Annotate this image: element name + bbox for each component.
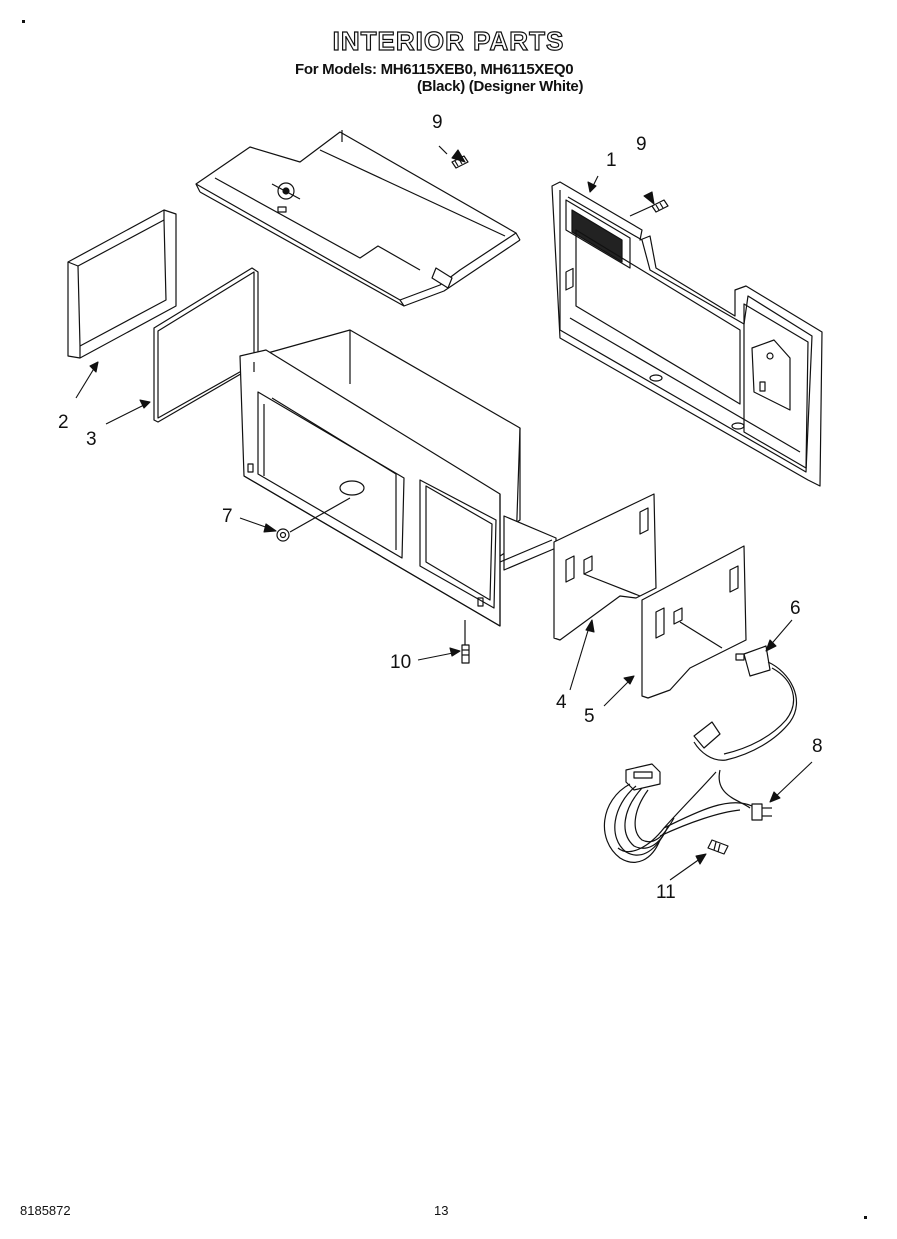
page-number: 13 <box>434 1203 449 1218</box>
power-cord <box>617 645 798 853</box>
callout-5: 5 <box>584 706 595 727</box>
leader-arrows <box>75 149 813 881</box>
callout-labels: 1 2 3 4 5 6 7 8 9 9 10 11 <box>58 112 823 903</box>
callout-4: 4 <box>556 692 567 713</box>
corner-mark <box>864 1216 867 1219</box>
callout-1: 1 <box>606 150 617 171</box>
oven-cavity <box>239 329 557 627</box>
screw-icon <box>629 199 669 217</box>
callout-6: 6 <box>790 598 801 619</box>
callout-3: 3 <box>86 429 97 450</box>
callout-7: 7 <box>222 506 233 527</box>
callout-9-right: 9 <box>636 134 647 155</box>
screw-icon <box>461 620 470 664</box>
wire-harness <box>603 763 753 863</box>
callout-11: 11 <box>656 882 676 903</box>
window-frame <box>67 209 177 359</box>
document-number: 8185872 <box>20 1203 71 1218</box>
nut-icon <box>276 497 351 542</box>
models-line: For Models: MH6115XEB0, MH6115XEQ0 <box>295 61 574 78</box>
callout-10: 10 <box>390 652 411 673</box>
corner-mark <box>22 20 25 23</box>
variants-line: (Black) (Designer White) <box>417 78 584 95</box>
top-cover-plate <box>195 130 521 307</box>
screw-icon <box>707 839 729 855</box>
callout-2: 2 <box>58 412 69 433</box>
side-plate <box>641 545 747 699</box>
back-panel <box>551 181 823 487</box>
side-plate <box>553 267 657 641</box>
page-title: INTERIOR PARTS <box>332 25 565 56</box>
callout-8: 8 <box>812 736 823 757</box>
screw-icon <box>438 145 469 169</box>
callout-9-top: 9 <box>432 112 443 133</box>
